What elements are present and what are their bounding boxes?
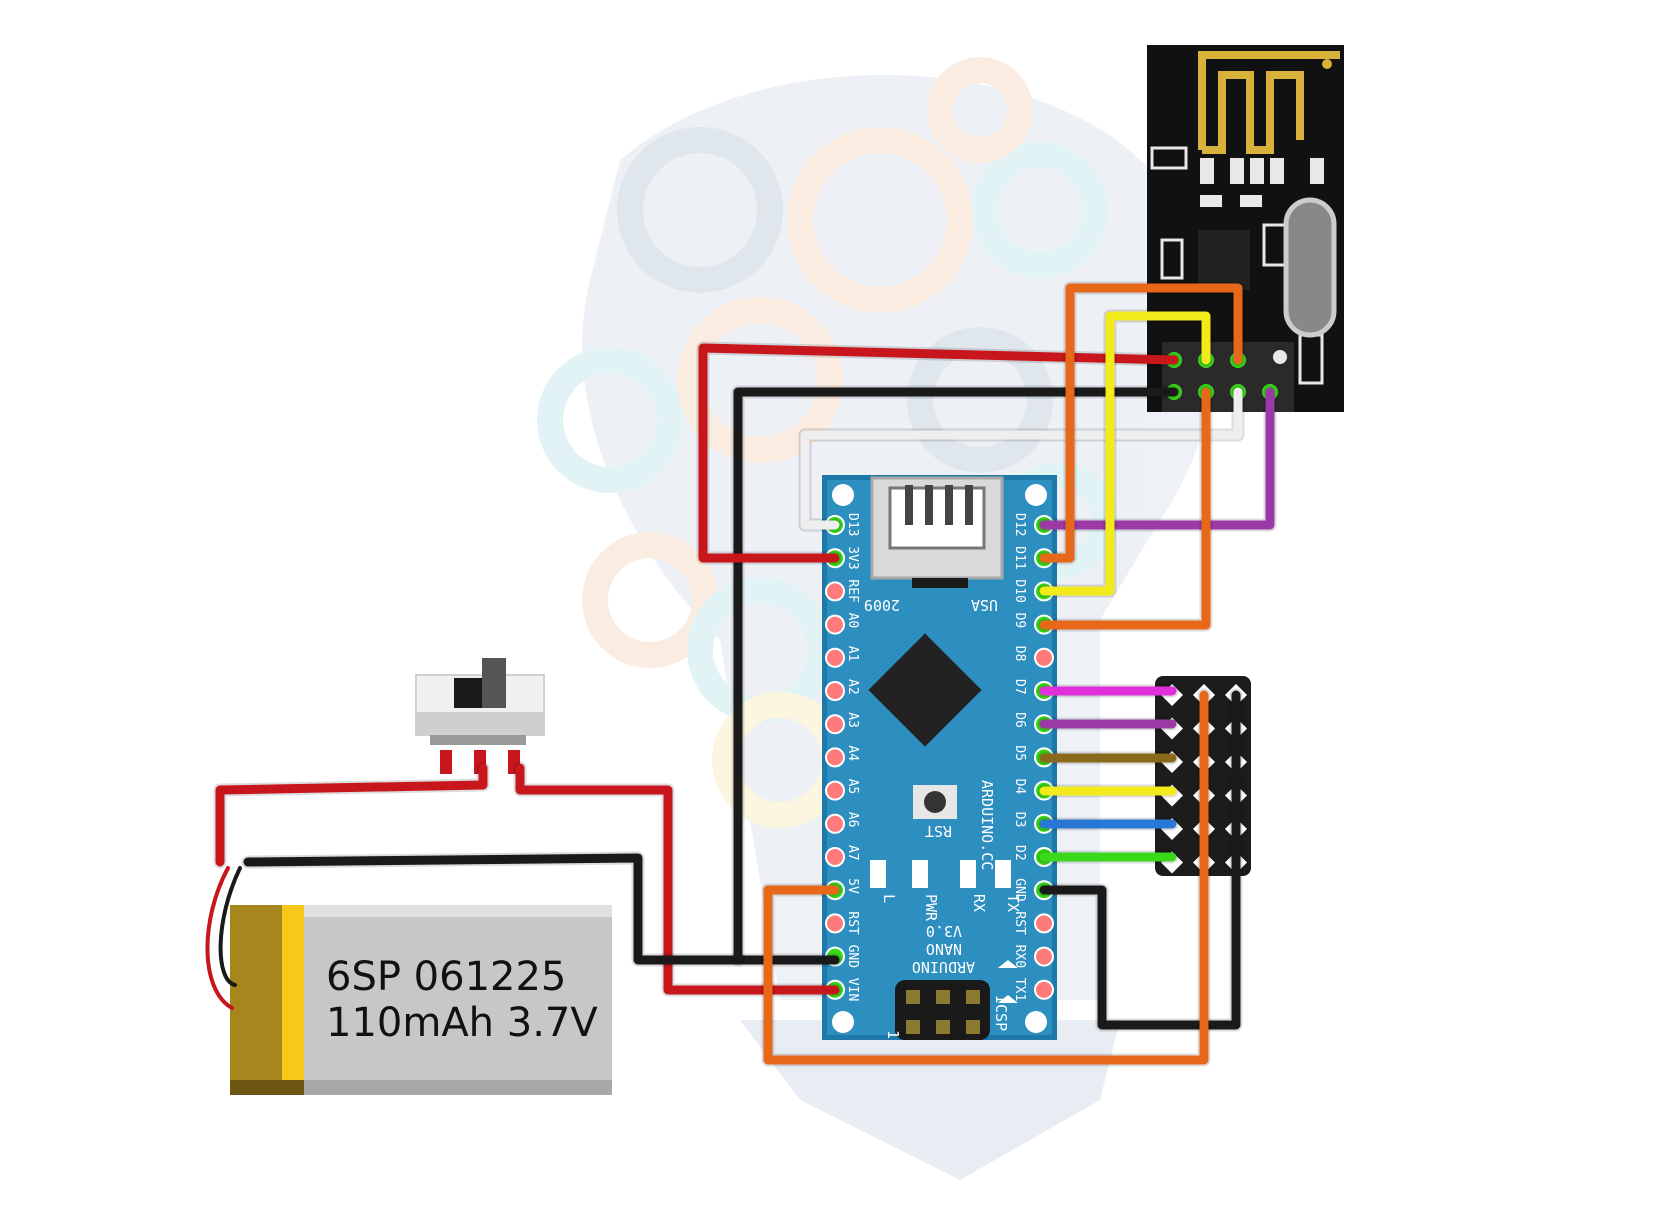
nano-pin-rst [1034,913,1054,934]
nano-pin-label: D9 [1012,613,1027,629]
nano-pin-label: D6 [1012,712,1027,728]
nano-pin-label: RST [1012,911,1027,935]
nano-pin-label: 3V3 [845,546,860,569]
wire-d12-purple [1039,387,1275,530]
pcb-antenna-trace [1198,51,1340,154]
board-brand-label: ARDUINO.CC [978,780,996,870]
board-icsp-label: ICSP [992,995,1010,1031]
usb-connector [870,476,1004,588]
wire-battery-red [215,763,488,867]
slide-switch [415,658,545,774]
nano-pin-label: A0 [845,613,860,629]
board-led-l-label: L [880,894,898,903]
nrf24-module [1147,45,1344,412]
nano-pin-rst [825,913,845,934]
nano-pin-a2 [825,681,845,701]
nano-pin-label: A2 [845,679,860,695]
nano-pin-tx1 [1034,979,1054,1000]
nano-pin-label: GND [845,945,860,969]
board-icsp-pin1-label: 1 [884,1030,902,1039]
nano-pin-label: GND [1012,878,1027,902]
nano-pin-ref [825,581,845,602]
lipo-battery: 6SP 061225 110mAh 3.7V [230,905,612,1095]
nano-pin-label: TX1 [1012,978,1027,1001]
nano-pin-label: REF [845,579,860,603]
wire-d11-orange [1039,283,1243,563]
nano-pin-label: A5 [845,779,860,795]
board-led-pwr-label: PWR [922,894,940,922]
board-year-label: 2009 [864,596,900,614]
nano-pin-label: A6 [845,812,860,828]
nano-pin-label: D4 [1012,779,1027,795]
nano-pin-label: VIN [845,978,860,1001]
nano-pin-a6 [825,813,845,834]
board-name-nano: NANO [926,940,962,958]
nano-pin-a3 [825,714,845,735]
wire-3v3-red [698,343,1179,563]
nano-pin-label: A3 [845,712,860,728]
nano-pin-label: D13 [845,513,860,536]
nano-pin-a1 [825,647,845,668]
wire-gnd-right-black [1039,690,1241,1030]
icsp-header [895,980,990,1040]
wire-d9-orange [1039,387,1211,630]
nano-pin-label: RST [845,911,860,935]
board-rst-label: RST [925,822,952,840]
battery-lead-black [218,866,242,987]
wire-vin-red [515,763,840,995]
wire-gnd-black [733,387,1179,965]
nano-pin-label: A7 [845,845,860,861]
board-name-arduino: ARDUINO [912,958,975,976]
nano-pin-a7 [825,847,845,867]
board-usa-label: USA [971,596,998,614]
nano-pin-label: RX0 [1012,945,1027,968]
nano-pin-label: D12 [1012,513,1027,536]
nano-pin-a0 [825,614,845,635]
wire-d10-yellow [1039,311,1211,596]
nano-pin-label: A4 [845,745,860,761]
nano-pin-a4 [825,747,845,768]
nano-pin-label: A1 [845,646,860,662]
board-version-label: V3.0 [926,922,962,940]
nano-pin-label: D3 [1012,812,1027,828]
nano-pin-d8 [1034,647,1054,668]
nano-pin-label: D11 [1012,546,1027,569]
wire-5v-orange [763,690,1209,1065]
wire-d13-white [800,387,1243,530]
battery-label-line1: 6SP 061225 [326,954,566,1000]
nano-pin-label: D5 [1012,745,1027,761]
battery-label-line2: 110mAh 3.7V [326,1000,598,1046]
battery-lead-red [205,866,234,1010]
arduino-nano-board: 2009 USA ARDUINO.CC RST L PWR RX TX ARDU… [822,475,1057,1040]
nano-pin-label: D2 [1012,845,1027,861]
nano-pin-rx0 [1034,946,1054,967]
nano-pin-label: 5V [845,878,860,894]
nano-pin-label: D8 [1012,646,1027,662]
nano-pin-label: D7 [1012,679,1027,695]
nano-pin-a5 [825,780,845,801]
board-led-rx-label: RX [970,894,988,912]
board-led-tx-label: TX [1004,894,1022,912]
nano-pin-label: D10 [1012,579,1027,602]
